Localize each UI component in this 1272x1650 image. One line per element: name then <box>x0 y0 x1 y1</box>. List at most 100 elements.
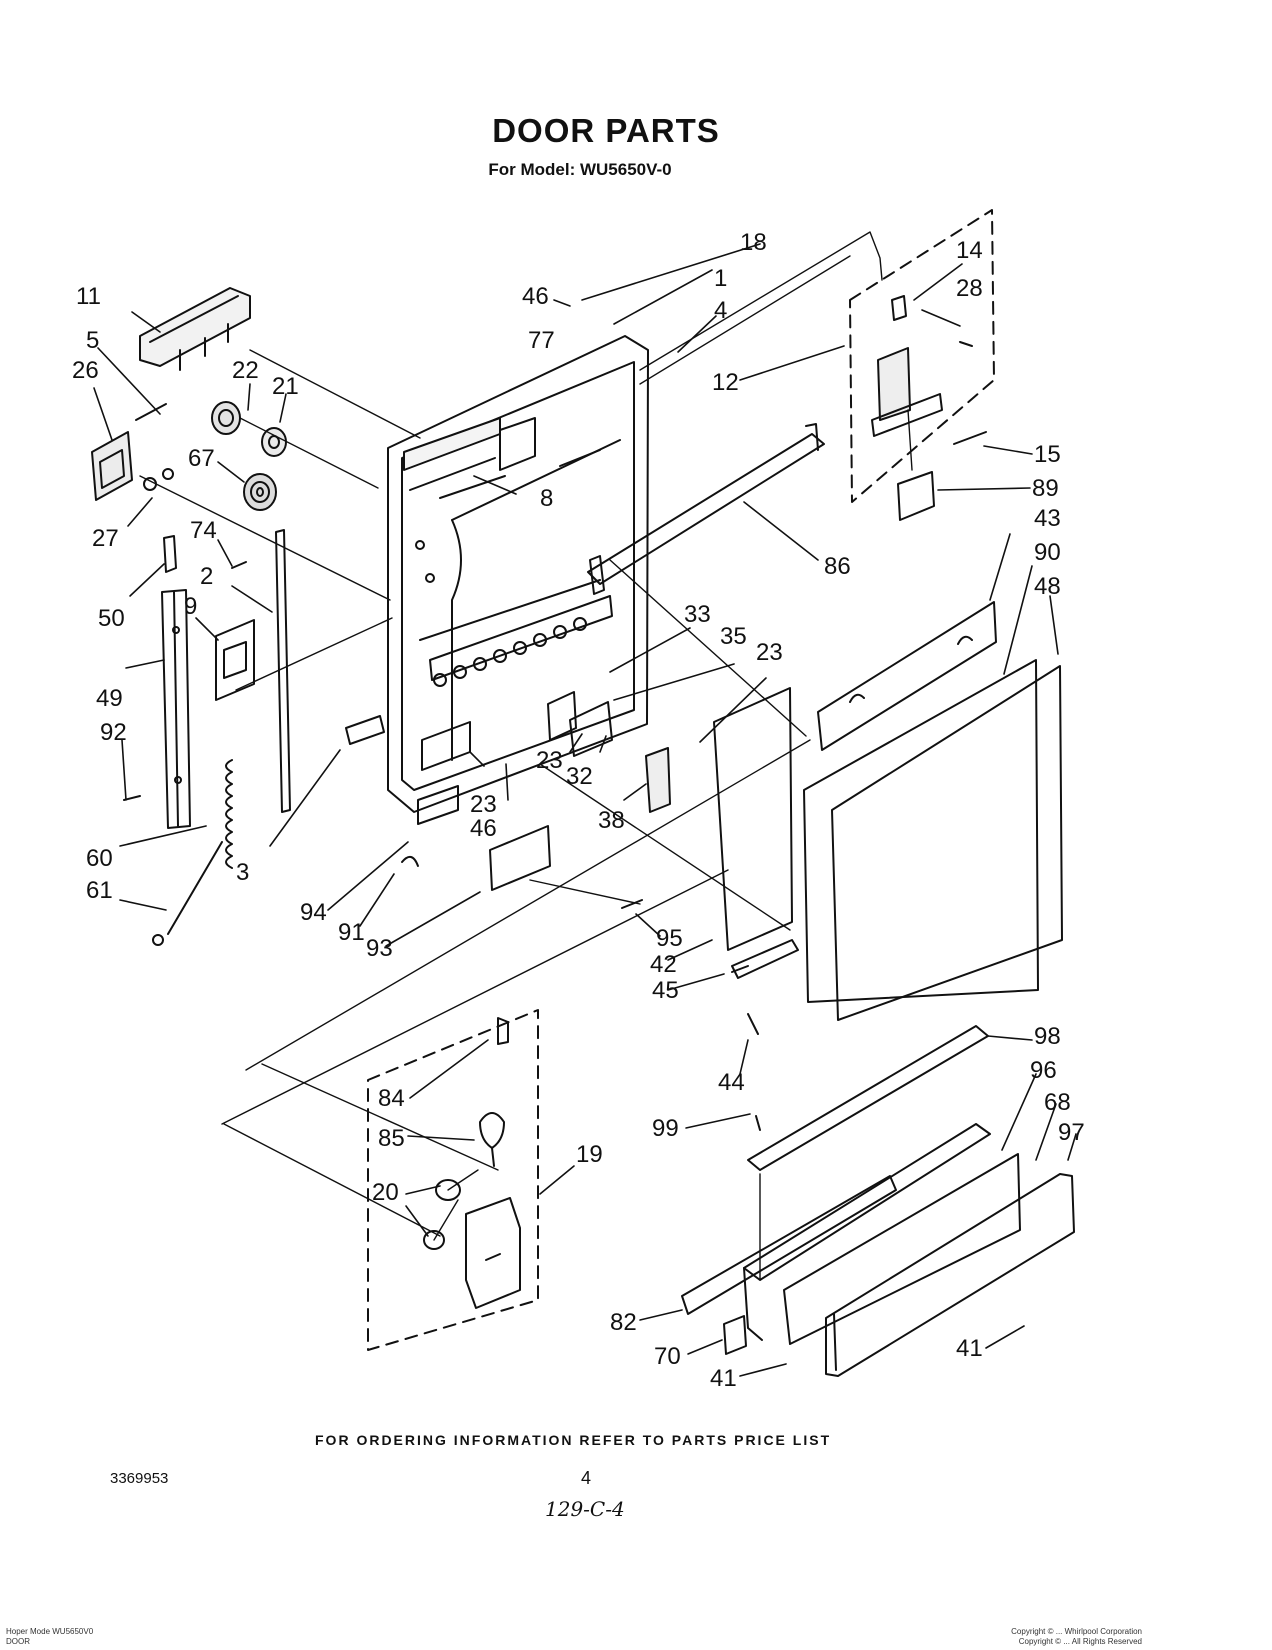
callout-77: 77 <box>528 327 555 354</box>
callout-41-left: 41 <box>710 1365 737 1392</box>
callout-97: 97 <box>1058 1119 1085 1146</box>
callout-33: 33 <box>684 601 711 628</box>
callout-46-top: 46 <box>522 283 549 310</box>
callout-84: 84 <box>378 1085 405 1112</box>
callout-20: 20 <box>372 1179 399 1206</box>
part-68-panel <box>783 1153 1021 1345</box>
callout-86: 86 <box>824 553 851 580</box>
copyright-line-2: Copyright © ... All Rights Reserved <box>1018 1637 1142 1646</box>
callout-70: 70 <box>654 1343 681 1370</box>
callout-43: 43 <box>1034 505 1061 532</box>
callout-arrows <box>93 243 1077 1377</box>
copyright-line-1: Copyright © ... Whirlpool Corporation <box>1011 1627 1142 1636</box>
callout-15: 15 <box>1034 441 1061 468</box>
part-49-bracket <box>161 589 191 829</box>
footer-model-line: Hoper Mode WU5650V0 <box>6 1627 94 1636</box>
callout-44: 44 <box>718 1069 745 1096</box>
part-48-door-panel <box>831 665 1063 1021</box>
document-number: 3369953 <box>110 1470 169 1487</box>
callout-67: 67 <box>188 445 215 472</box>
part-21-knob <box>261 427 287 457</box>
callout-96: 96 <box>1030 1057 1057 1084</box>
callout-35: 35 <box>720 623 747 650</box>
callout-3: 3 <box>236 859 249 886</box>
part-42-panel <box>713 687 799 979</box>
callout-32: 32 <box>566 763 593 790</box>
callout-5: 5 <box>86 327 99 354</box>
part-50-clip <box>163 535 177 573</box>
part-43-trim <box>817 601 997 751</box>
part-94-hinge <box>417 785 459 825</box>
callout-23-mid: 23 <box>536 747 563 774</box>
inner-door-frame <box>387 335 649 813</box>
callout-94: 94 <box>300 899 327 926</box>
callout-90: 90 <box>1034 539 1061 566</box>
part-82-strip <box>681 1175 897 1315</box>
part-3-strip <box>345 715 385 745</box>
part-8-channel <box>439 475 506 499</box>
part-93-bracket <box>489 825 551 891</box>
callout-23-right: 23 <box>756 639 783 666</box>
page-number: 4 <box>581 1468 592 1488</box>
callout-60: 60 <box>86 845 113 872</box>
callout-21: 21 <box>272 373 299 400</box>
callout-50: 50 <box>98 605 125 632</box>
part-60-spring <box>152 759 233 946</box>
callout-14: 14 <box>956 237 983 264</box>
callout-19: 19 <box>576 1141 603 1168</box>
callout-68: 68 <box>1044 1089 1071 1116</box>
callout-8: 8 <box>540 485 553 512</box>
part-97-frame <box>825 1173 1075 1377</box>
part-22-knob <box>211 401 241 435</box>
callout-48: 48 <box>1034 573 1061 600</box>
callout-labels: 11 5 26 22 21 67 27 74 2 50 9 49 92 60 3… <box>72 229 1085 1392</box>
callout-82: 82 <box>610 1309 637 1336</box>
leader-lines <box>139 231 913 1281</box>
callout-41-right: 41 <box>956 1335 983 1362</box>
callout-92: 92 <box>100 719 127 746</box>
callout-45: 45 <box>652 977 679 1004</box>
part-33-latch-block <box>547 691 577 741</box>
callout-27: 27 <box>92 525 119 552</box>
callout-85: 85 <box>378 1125 405 1152</box>
part-11-handle <box>139 287 251 371</box>
callout-23-left: 23 <box>470 791 497 818</box>
callout-26: 26 <box>72 357 99 384</box>
part-98-bar <box>747 1025 989 1171</box>
part-28-screw <box>959 341 973 347</box>
callout-99: 99 <box>652 1115 679 1142</box>
callout-18: 18 <box>740 229 767 256</box>
footer-model-info: Hoper Mode WU5650V0 DOOR <box>6 1627 93 1647</box>
part-38-cover <box>645 747 671 813</box>
model-subtitle: For Model: WU5650V-0 <box>488 160 672 179</box>
callout-46-mid: 46 <box>470 815 497 842</box>
callout-12: 12 <box>712 369 739 396</box>
part-96-panel <box>743 1123 991 1341</box>
part-2-arm <box>275 529 291 813</box>
callout-1: 1 <box>714 265 727 292</box>
part-45-pin <box>731 965 749 973</box>
callout-49: 49 <box>96 685 123 712</box>
part-95-screw <box>621 899 643 909</box>
callout-91: 91 <box>338 919 365 946</box>
part-19-assembly-group <box>367 1009 539 1351</box>
callout-95: 95 <box>656 925 683 952</box>
callout-2: 2 <box>200 563 213 590</box>
part-99-screw <box>755 1115 761 1131</box>
callout-28: 28 <box>956 275 983 302</box>
callout-61: 61 <box>86 877 113 904</box>
callout-9: 9 <box>184 593 197 620</box>
callout-93: 93 <box>366 935 393 962</box>
part-91-clip <box>401 855 419 867</box>
callout-74: 74 <box>190 517 217 544</box>
callout-89: 89 <box>1032 475 1059 502</box>
part-9-plate <box>215 619 255 701</box>
hinge-assembly-group <box>849 209 995 521</box>
callout-4: 4 <box>714 297 727 324</box>
callout-42: 42 <box>650 951 677 978</box>
handwritten-code: 129-C-4 <box>545 1497 625 1521</box>
callout-38: 38 <box>598 807 625 834</box>
part-44-screw <box>747 1013 759 1035</box>
callout-11: 11 <box>76 283 101 310</box>
